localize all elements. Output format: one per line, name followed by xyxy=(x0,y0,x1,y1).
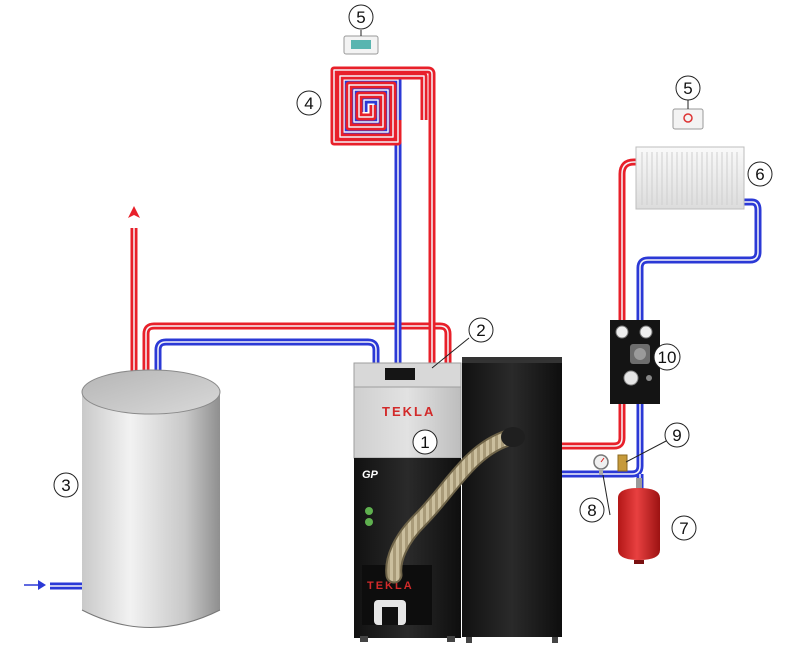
boiler-tank-supply-pipe-highlight xyxy=(145,325,449,372)
boiler-indicator-lamp xyxy=(365,518,373,526)
callout-number: 9 xyxy=(672,426,681,445)
callout-number: 5 xyxy=(683,79,692,98)
room-thermostat-top xyxy=(343,35,379,55)
callout-expansion-vessel: 7 xyxy=(671,515,697,541)
callout-circle xyxy=(412,429,438,455)
callout-number: 4 xyxy=(304,94,313,113)
callout-circle xyxy=(468,317,494,343)
radiator-supply-pipe-highlight xyxy=(560,161,638,447)
floor-loop-spiral-blue-highlight xyxy=(343,79,399,133)
callout-circle xyxy=(747,161,773,187)
pellet-hopper xyxy=(462,357,562,643)
callout-number: 1 xyxy=(420,433,429,452)
callout-circle xyxy=(671,515,697,541)
callout-thermostat-radiator: 5 xyxy=(675,75,701,101)
callout-number: 5 xyxy=(356,8,365,27)
boiler-display xyxy=(385,368,415,380)
safety-valve xyxy=(617,454,628,472)
callout-floor-heating-loop: 4 xyxy=(296,90,322,116)
burner-brand-label: TEKLA xyxy=(367,580,414,592)
callout-safety-valve: 9 xyxy=(664,422,690,448)
callout-number: 2 xyxy=(476,321,485,340)
arrow-up-icon xyxy=(128,206,140,218)
callout-circle xyxy=(348,4,374,30)
callout-layer: 1 2 3 4 5 5 6 7 8 9 10 xyxy=(53,4,773,541)
boiler-brand-label: TEKLA xyxy=(382,404,435,419)
expansion-vessel xyxy=(618,478,660,564)
callout-storage-tank: 3 xyxy=(53,472,79,498)
arrow-right-icon xyxy=(24,580,46,590)
callout-number: 10 xyxy=(658,348,677,367)
callout-radiator: 6 xyxy=(747,161,773,187)
callout-boiler-outlet: 2 xyxy=(468,317,494,343)
callout-pump-group: 10 xyxy=(653,343,681,371)
callout-circle xyxy=(53,472,79,498)
callout-number: 6 xyxy=(755,165,764,184)
callout-circle xyxy=(296,90,322,116)
callout-pressure-gauge: 8 xyxy=(579,497,605,523)
pressure-gauge xyxy=(593,454,609,475)
room-thermostat-radiator xyxy=(672,108,704,130)
radiator-return-pipe-highlight xyxy=(560,201,759,475)
callout-number: 7 xyxy=(679,519,688,538)
leader-lines xyxy=(360,30,689,516)
floor-loop-outer-highlight xyxy=(333,69,433,143)
pump-group xyxy=(610,320,660,404)
auger-hose xyxy=(385,427,525,584)
callout-thermostat-top: 5 xyxy=(348,4,374,30)
boiler-indicator-lamp xyxy=(365,507,373,515)
callout-number: 3 xyxy=(61,476,70,495)
callout-number: 8 xyxy=(587,501,596,520)
storage-tank xyxy=(81,369,221,628)
callout-boiler: 1 xyxy=(412,429,438,455)
callout-circle xyxy=(653,343,681,371)
boiler-tank-return-pipe xyxy=(154,338,380,372)
callout-circle xyxy=(579,497,605,523)
boiler-tank-return-pipe-highlight xyxy=(157,341,377,372)
boiler-model-label: GP xyxy=(362,469,379,481)
floor-loop-spiral-red-highlight xyxy=(339,75,425,138)
callout-circle xyxy=(675,75,701,101)
callout-circle xyxy=(664,422,690,448)
radiator xyxy=(635,146,745,210)
pipe-network xyxy=(50,66,762,590)
